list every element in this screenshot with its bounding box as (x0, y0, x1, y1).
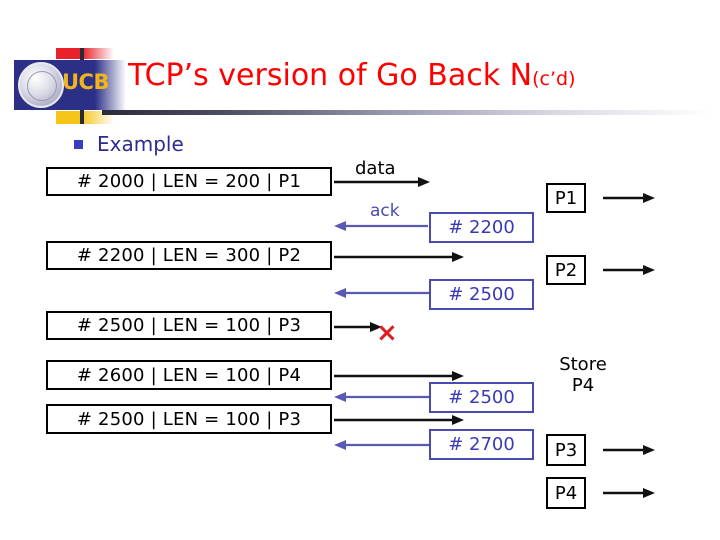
ack-box: # 2500 (429, 279, 534, 310)
ack-box: # 2700 (429, 429, 534, 460)
deliver-arrow-right-icon (603, 190, 655, 206)
deliver-arrow-right-icon (603, 485, 655, 501)
bullet-square-icon (74, 139, 83, 149)
receiver-packet-box: P1 (546, 183, 586, 213)
data-arrow-right-icon (334, 368, 464, 384)
sender-packet-box: # 2500 | LEN = 100 | P3 (46, 311, 332, 340)
data-arrow-right-icon (334, 319, 382, 335)
sender-packet-box: # 2600 | LEN = 100 | P4 (46, 360, 332, 390)
data-arrow-right-icon (334, 174, 430, 190)
ack-arrow-left-icon (334, 389, 434, 405)
bullet-example: Example (74, 132, 184, 156)
packet-loss-x-icon: × (376, 318, 398, 348)
data-label: data (355, 158, 396, 179)
page-title: TCP’s version of Go Back N(c’d) (128, 60, 576, 92)
logo-text: UCB (62, 70, 109, 94)
logo-yellow-bar (56, 111, 114, 124)
sender-packet-box: # 2000 | LEN = 200 | P1 (46, 167, 332, 196)
ack-arrow-left-icon (334, 437, 434, 453)
page-title-suffix: (c’d) (532, 68, 576, 90)
ack-arrow-left-icon (334, 218, 428, 234)
data-arrow-right-icon (334, 412, 464, 428)
receiver-packet-box: P4 (546, 477, 586, 509)
ack-box: # 2200 (429, 212, 534, 243)
bullet-label: Example (97, 132, 184, 156)
logo-red-bar (56, 48, 114, 59)
ack-arrow-left-icon (334, 285, 434, 301)
sender-packet-box: # 2200 | LEN = 300 | P2 (46, 241, 332, 270)
ack-box: # 2500 (429, 382, 534, 413)
logo-seal-icon (18, 62, 64, 108)
data-arrow-right-icon (334, 249, 464, 265)
receiver-packet-box: P2 (546, 255, 586, 285)
ucb-logo: UCB (8, 48, 128, 124)
header-divider (102, 110, 712, 115)
store-note-line2: P4 (571, 374, 595, 396)
ack-label: ack (370, 201, 400, 221)
store-note-line1: Store (559, 354, 607, 375)
store-note: Store P4 (548, 354, 618, 396)
page-title-main: TCP’s version of Go Back N (128, 58, 533, 93)
deliver-arrow-right-icon (603, 442, 655, 458)
deliver-arrow-right-icon (603, 262, 655, 278)
receiver-packet-box: P3 (546, 434, 586, 466)
sender-packet-box: # 2500 | LEN = 100 | P3 (46, 404, 332, 434)
